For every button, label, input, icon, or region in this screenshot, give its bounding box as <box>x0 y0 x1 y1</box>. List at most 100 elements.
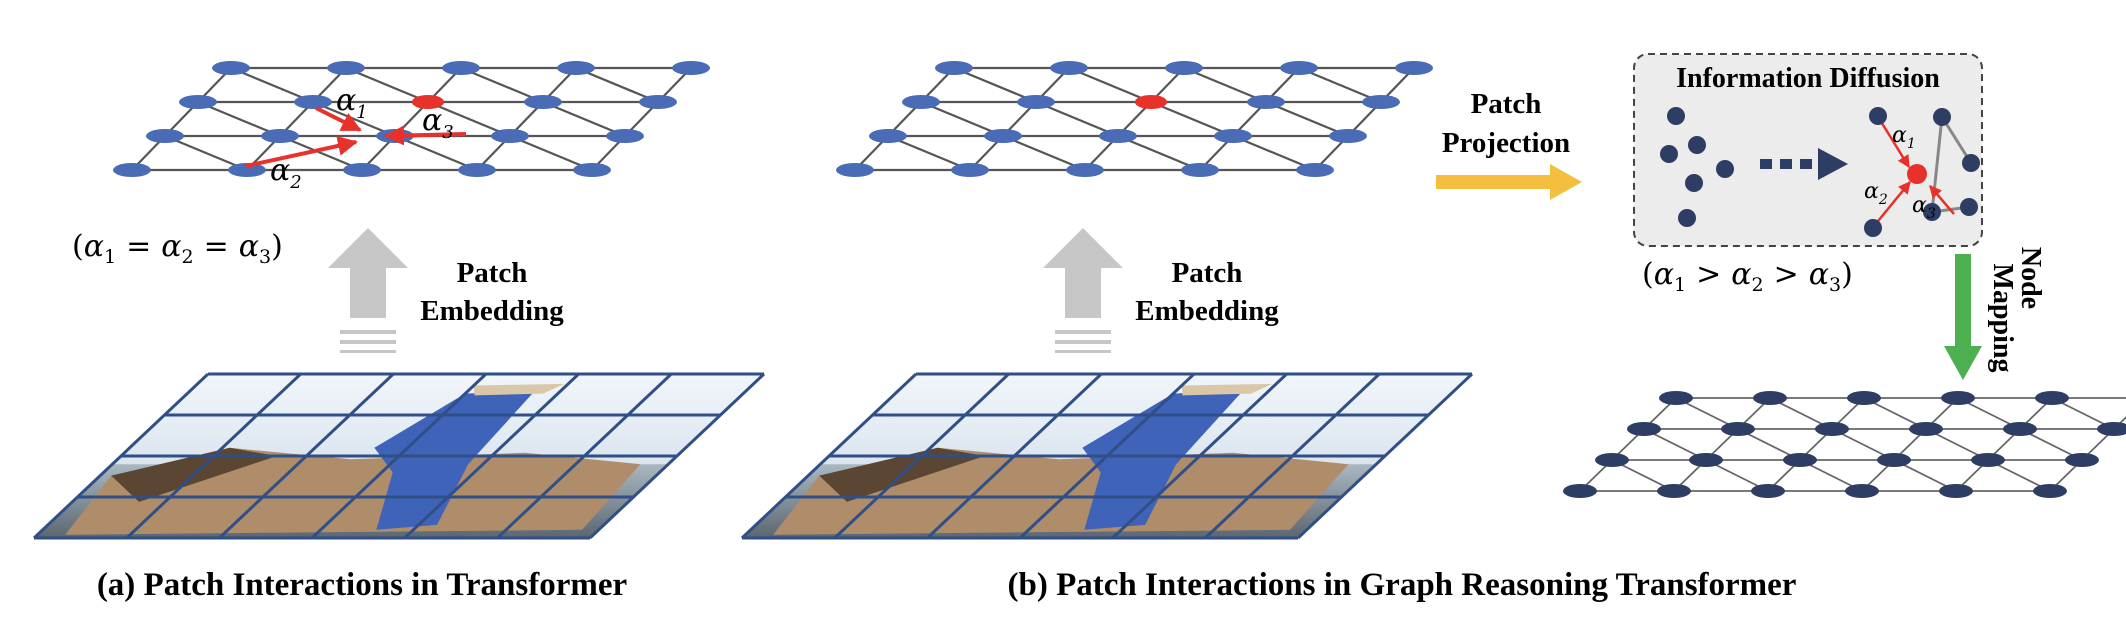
output-node-graph <box>1563 391 2126 498</box>
lattice-node <box>1050 61 1088 75</box>
center-node-diffusion <box>1907 164 1927 184</box>
lattice-node <box>1751 484 1785 498</box>
lattice-node <box>1783 453 1817 467</box>
lattice-node <box>1657 484 1691 498</box>
alpha3-label-b: α3 <box>1912 193 1936 222</box>
lattice-node <box>1563 484 1597 498</box>
lattice-node <box>935 61 973 75</box>
lattice-node <box>1247 95 1285 109</box>
projection-label-line2: Projection <box>1442 127 1570 159</box>
alpha2-label-b: α2 <box>1864 179 1888 208</box>
lattice-node <box>1941 391 1975 405</box>
highlighted-node <box>411 95 445 109</box>
lattice-node <box>442 61 480 75</box>
lattice-node <box>1595 453 1629 467</box>
lattice-node <box>984 129 1022 143</box>
patch-grid <box>32 372 766 540</box>
lattice-node <box>1847 391 1881 405</box>
lattice-node <box>343 163 381 177</box>
alpha1-label-b: α1 <box>1892 123 1916 152</box>
patch-graph-a <box>113 61 710 177</box>
attention-arrow-alpha2 <box>245 136 358 168</box>
lattice-node <box>1181 163 1219 177</box>
mapping-label-line1: Node <box>2015 247 2046 309</box>
lattice-node <box>2003 422 2037 436</box>
information-diffusion-box <box>1633 53 1983 247</box>
lattice-node <box>1099 129 1137 143</box>
patch-embedding-arrow-a <box>328 228 408 353</box>
lattice-node <box>179 95 217 109</box>
patch-embedding-arrow-b <box>1043 228 1123 353</box>
embedding-label-line2-b: Embedding <box>1135 295 1279 327</box>
lattice-node <box>902 95 940 109</box>
lattice-node <box>1066 163 1104 177</box>
alpha3-label-a: α3 <box>422 103 454 143</box>
lattice-node <box>524 95 562 109</box>
alpha2-label-a: α2 <box>270 153 302 193</box>
mapping-label-line2: Mapping <box>1987 264 2018 373</box>
lattice-node <box>951 163 989 177</box>
lattice-node <box>1165 61 1203 75</box>
lattice-node <box>1214 129 1252 143</box>
lattice-node <box>869 129 907 143</box>
highlighted-node <box>1134 95 1168 109</box>
lattice-node <box>2033 484 2067 498</box>
attention-arrows-a <box>245 106 467 168</box>
scattered-nodes <box>1660 107 1734 227</box>
panel-a: α1 α3 α2 (α1=α2=α3) Patch Embedding (a) … <box>32 61 766 603</box>
embedding-label-line2-a: Embedding <box>420 295 564 327</box>
lattice-node <box>1329 129 1367 143</box>
rider-shape <box>1082 390 1244 530</box>
lattice-node <box>2035 391 2069 405</box>
lattice-node <box>1362 95 1400 109</box>
lattice-node <box>228 163 266 177</box>
attention-arrow-alpha1 <box>315 106 362 132</box>
diffusion-graph <box>1864 107 1980 237</box>
attention-arrow-alpha3 <box>384 125 467 146</box>
alpha1-label-a: α1 <box>336 83 368 123</box>
lattice-node <box>573 163 611 177</box>
embedding-label-line1-a: Patch <box>457 257 528 289</box>
lattice-node <box>1971 453 2005 467</box>
lattice-node <box>1280 61 1318 75</box>
dotted-transition-arrow <box>1760 148 1848 180</box>
lattice-node <box>1877 453 1911 467</box>
rider-hat <box>1181 383 1273 396</box>
patch-graph-b <box>836 61 1433 177</box>
lattice-node <box>606 129 644 143</box>
diffusion-arrow-alpha1 <box>1878 119 1911 169</box>
lattice-node <box>836 163 874 177</box>
embedding-label-line1-b: Patch <box>1172 257 1243 289</box>
node-mapping-arrow <box>1944 254 1982 380</box>
lattice-node <box>1659 391 1693 405</box>
lattice-node <box>146 129 184 143</box>
lattice-edges <box>1579 397 2126 492</box>
lattice-node <box>557 61 595 75</box>
lattice-node <box>2065 453 2099 467</box>
lattice-node <box>1296 163 1334 177</box>
lattice-node <box>113 163 151 177</box>
lattice-node <box>1815 422 1849 436</box>
input-image-grid-b <box>740 372 1474 540</box>
equal-attention-expression: (α1=α2=α3) <box>72 229 283 268</box>
rider-shape <box>374 390 536 530</box>
lattice-node <box>639 95 677 109</box>
lattice-node <box>1395 61 1433 75</box>
caption-b: (b) Patch Interactions in Graph Reasonin… <box>1008 567 1797 603</box>
lattice-node <box>1939 484 1973 498</box>
information-diffusion-title: Information Diffusion <box>1676 63 1940 94</box>
caption-a: (a) Patch Interactions in Transformer <box>97 567 627 603</box>
lattice-node <box>1627 422 1661 436</box>
lattice-node <box>1017 95 1055 109</box>
patch-grid <box>740 372 1474 540</box>
lattice-node <box>1845 484 1879 498</box>
lattice-edges <box>131 66 692 172</box>
lattice-node <box>1689 453 1723 467</box>
lattice-node <box>1753 391 1787 405</box>
lattice-node <box>458 163 496 177</box>
lattice-node <box>327 61 365 75</box>
diffusion-arrow-alpha2 <box>1873 181 1911 227</box>
lattice-node <box>1909 422 1943 436</box>
ranked-attention-expression: (α1>α2>α3) <box>1642 257 1853 296</box>
